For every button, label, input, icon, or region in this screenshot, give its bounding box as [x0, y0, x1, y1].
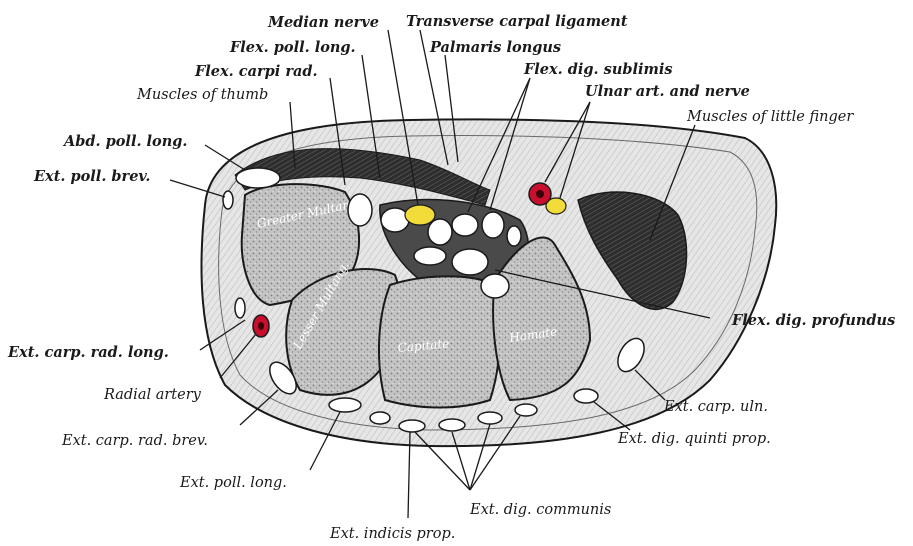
- label-radial-artery: Radial artery: [103, 387, 202, 403]
- label-median-nerve: Median nerve: [267, 14, 379, 31]
- ulnar-artery-lumen: [536, 190, 544, 198]
- label-flex-dig-profundus: Flex. dig. profundus: [731, 312, 895, 329]
- label-abd-poll-long: Abd. poll. long.: [62, 133, 187, 150]
- label-ext-poll-long: Ext. poll. long.: [179, 475, 287, 491]
- label-flex-poll-long: Flex. poll. long.: [229, 39, 356, 56]
- label-ext-indicis-prop: Ext. indicis prop.: [329, 526, 455, 542]
- label-muscles-of-little-finger: Muscles of little finger: [686, 109, 854, 125]
- label-ext-poll-brev: Ext. poll. brev.: [33, 168, 150, 185]
- label-palmaris-longus: Palmaris longus: [429, 39, 561, 56]
- median-nerve: [405, 205, 435, 225]
- label-ext-carp-uln: Ext. carp. uln.: [663, 399, 768, 415]
- label-flex-dig-sublimis: Flex. dig. sublimis: [523, 61, 673, 78]
- label-ext-carp-rad-brev: Ext. carp. rad. brev.: [61, 433, 208, 449]
- label-ext-dig-quinti-prop: Ext. dig. quinti prop.: [617, 431, 771, 447]
- label-muscles-of-thumb: Muscles of thumb: [136, 87, 268, 103]
- label-flex-carpi-rad: Flex. carpi rad.: [194, 63, 318, 80]
- label-ext-carp-rad-long: Ext. carp. rad. long.: [7, 344, 169, 361]
- radial-artery-lumen: [258, 322, 264, 330]
- label-ulnar-art-and-nerve: Ulnar art. and nerve: [585, 83, 750, 100]
- label-ext-dig-communis: Ext. dig. communis: [469, 502, 611, 518]
- label-transverse-carpal-ligament: Transverse carpal ligament: [406, 13, 628, 30]
